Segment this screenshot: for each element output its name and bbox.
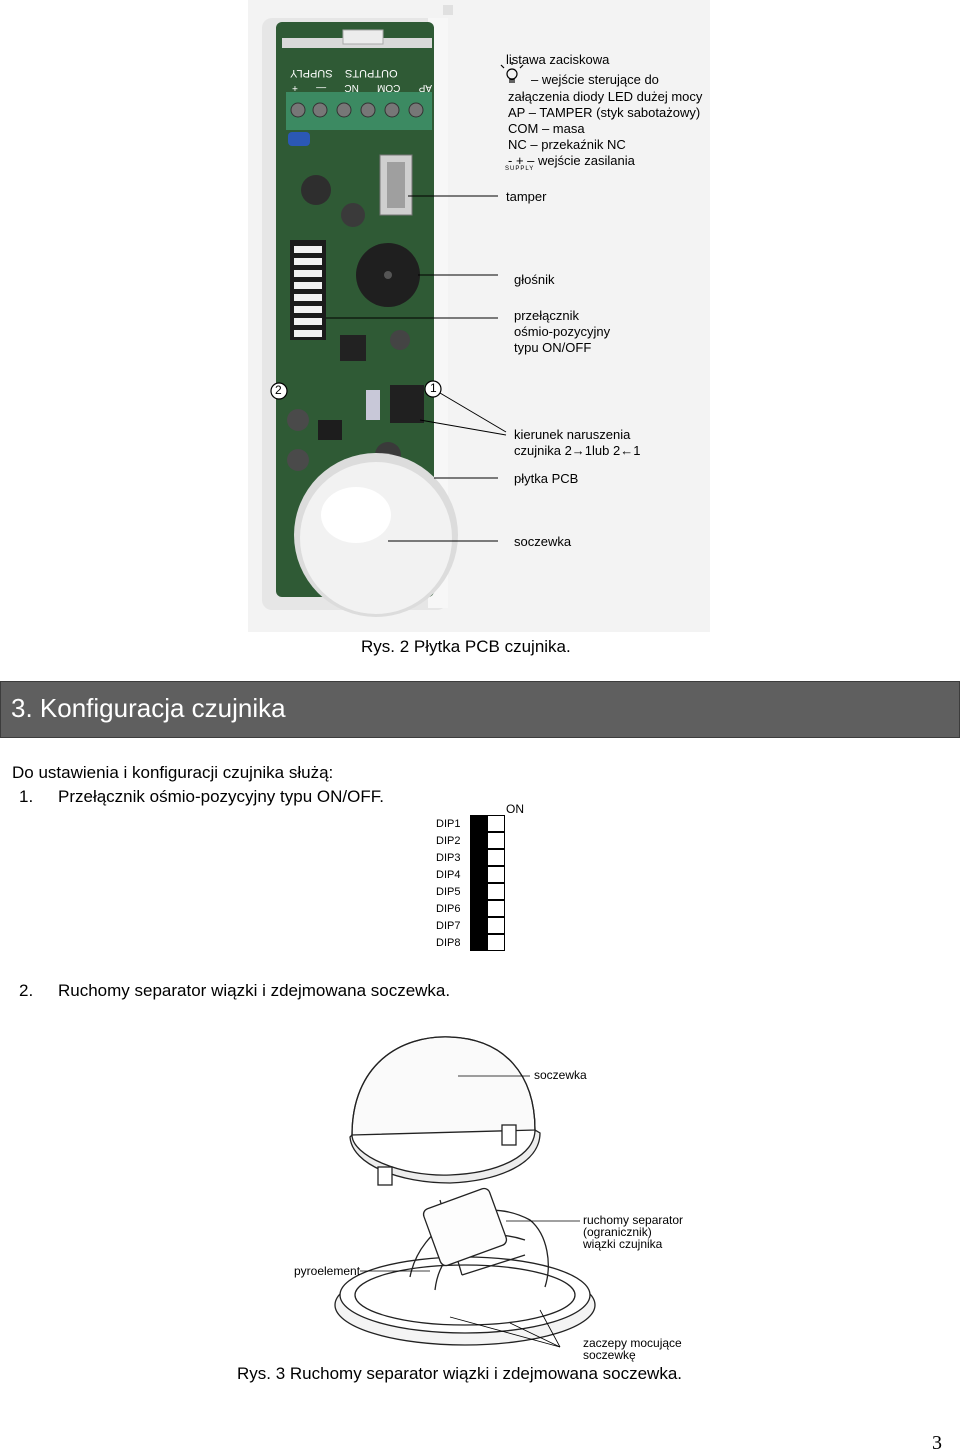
dip-switch-on-cell — [487, 934, 505, 951]
callout-separator-3: wiązki czujnika — [583, 1237, 663, 1251]
dip-switch-off-cell — [470, 934, 488, 951]
dip-switch-off-cell — [470, 832, 488, 849]
dip-switch-off-cell — [470, 866, 488, 883]
dip-label: DIP7 — [436, 920, 461, 932]
callout-nc: NC – przekaźnik NC — [508, 137, 626, 152]
dip-switch-on-cell — [487, 832, 505, 849]
page-number: 3 — [932, 1432, 942, 1454]
dip-switch-on-cell — [487, 849, 505, 866]
callout-direction-1: kierunek naruszenia — [514, 427, 631, 442]
callout-separator-1: ruchomy separator — [583, 1213, 684, 1227]
dip-label: DIP4 — [436, 869, 461, 881]
callout-terminal-strip: listawa zaciskowa — [506, 52, 610, 67]
dip-switch-off-cell — [470, 849, 488, 866]
callout-separator-2: (ogranicznik) — [583, 1225, 652, 1239]
section-header: 3. Konfiguracja czujnika — [0, 681, 960, 738]
lens-separator-illustration — [334, 1036, 596, 1348]
callout-supply-sub: SUPPLY — [505, 166, 535, 172]
callout-lens-2: soczewka — [534, 1068, 587, 1082]
terminal-label: COM — [377, 82, 401, 93]
dip-label: DIP5 — [436, 886, 461, 898]
marker-2: 2 — [275, 383, 282, 397]
callout-pyroelement: pyroelement — [294, 1264, 361, 1278]
callout-clips-1: zaczepy mocujące — [583, 1336, 682, 1350]
callout-speaker: głośnik — [514, 272, 555, 287]
callout-supply: - + – wejście zasilania — [508, 153, 635, 168]
dip-switch-on-cell — [487, 900, 505, 917]
board-terminal-labels: AP COM NC — + — [292, 82, 432, 93]
terminal-label: + — [292, 82, 298, 93]
board-outputs-label: OUTPUTS — [345, 67, 398, 79]
callout-dip-2: ośmio-pozycyjny — [514, 324, 611, 339]
callout-led-input-2: załączenia diody LED dużej mocy — [508, 89, 703, 104]
pcb-photo — [248, 0, 710, 632]
lens-drawing — [290, 1005, 685, 1360]
dip-switch-on-cell — [487, 815, 505, 832]
dip-label: DIP8 — [436, 937, 461, 949]
dip-switch-off-cell — [470, 917, 488, 934]
dip-switch-off-cell — [470, 900, 488, 917]
intro-text: Do ustawienia i konfiguracji czujnika sł… — [12, 763, 334, 782]
dip-label: DIP3 — [436, 852, 461, 864]
dip-switch-on-cell — [487, 866, 505, 883]
dip-switch-on-cell — [487, 917, 505, 934]
figure1-caption: Rys. 2 Płytka PCB czujnika. — [361, 637, 571, 656]
dip-switch-off-cell — [470, 883, 488, 900]
section-title: 3. Konfiguracja czujnika — [11, 693, 286, 723]
dip-on-label: ON — [506, 802, 524, 816]
pcb-illustration — [248, 0, 710, 632]
terminal-label: AP — [418, 82, 432, 93]
dip-switch-on-cell — [487, 883, 505, 900]
list-item-1-number: 1. — [19, 787, 34, 806]
callout-lens: soczewka — [514, 534, 572, 549]
callout-clips-2: soczewkę — [583, 1348, 636, 1362]
dip-label: DIP6 — [436, 903, 461, 915]
dip-label: DIP1 — [436, 818, 461, 830]
led-bulb-icon — [500, 62, 524, 83]
figure2-caption: Rys. 3 Ruchomy separator wiązki i zdejmo… — [237, 1364, 683, 1383]
terminal-label: NC — [344, 82, 359, 93]
dip-label: DIP2 — [436, 835, 461, 847]
callout-tamper: tamper — [506, 189, 547, 204]
terminal-label: — — [316, 82, 327, 93]
list-item-2-number: 2. — [19, 981, 34, 1000]
list-item-2-text: Ruchomy separator wiązki i zdejmowana so… — [58, 981, 451, 1000]
callout-com: COM – masa — [508, 121, 585, 136]
list-item-1-text: Przełącznik ośmio-pozycyjny typu ON/OFF. — [58, 787, 384, 806]
callout-direction-2: czujnika 2→1lub 2←1 — [514, 443, 641, 458]
callout-dip-1: przełącznik — [514, 308, 580, 323]
marker-1: 1 — [430, 381, 437, 395]
dip-switch-diagram: ON — [430, 802, 530, 957]
callout-led-input-1: – wejście sterujące do — [531, 72, 659, 87]
callout-ap: AP – TAMPER (styk sabotażowy) — [508, 105, 701, 120]
callout-dip-3: typu ON/OFF — [514, 340, 592, 355]
board-supply-label: SUPPLY — [290, 67, 333, 79]
callout-pcb: płytka PCB — [514, 471, 579, 486]
dip-switch-off-cell — [470, 815, 488, 832]
